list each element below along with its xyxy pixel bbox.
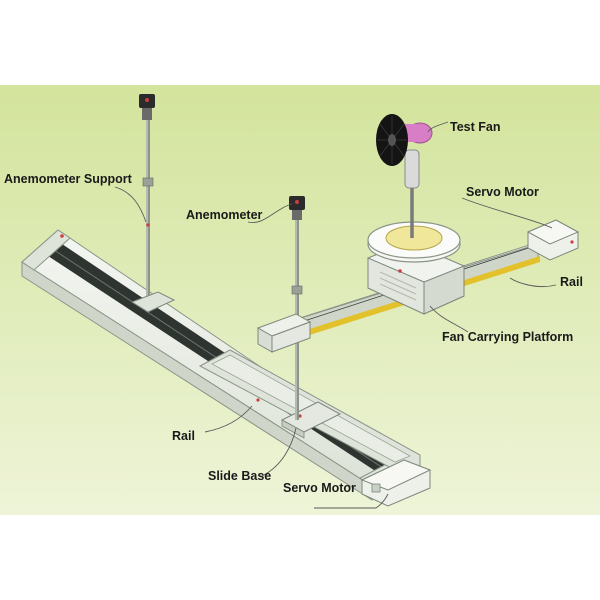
- test-fan: [376, 114, 433, 238]
- fan-carrying-platform: [367, 221, 465, 315]
- label-servo-motor-bottom: Servo Motor: [283, 481, 356, 495]
- anemometer-support-pole: [130, 118, 176, 313]
- label-slide-base: Slide Base: [208, 469, 272, 483]
- label-rail-right: Rail: [560, 275, 583, 289]
- label-anemometer: Anemometer: [186, 208, 263, 222]
- anemometer-sensor-head: [289, 196, 305, 220]
- right-servo-motor: [526, 219, 580, 261]
- label-fan-carrying-platform: Fan Carrying Platform: [442, 330, 574, 344]
- label-rail-left: Rail: [172, 429, 195, 443]
- slide-base: [280, 401, 342, 439]
- label-servo-motor-right: Servo Motor: [466, 185, 539, 199]
- label-anemometer-support: Anemometer Support: [4, 172, 132, 186]
- label-test-fan: Test Fan: [450, 120, 501, 134]
- anemometer-support-sensor-head: [139, 94, 155, 120]
- bottom-servo-motor: [360, 459, 432, 507]
- leader-lines: [114, 121, 557, 509]
